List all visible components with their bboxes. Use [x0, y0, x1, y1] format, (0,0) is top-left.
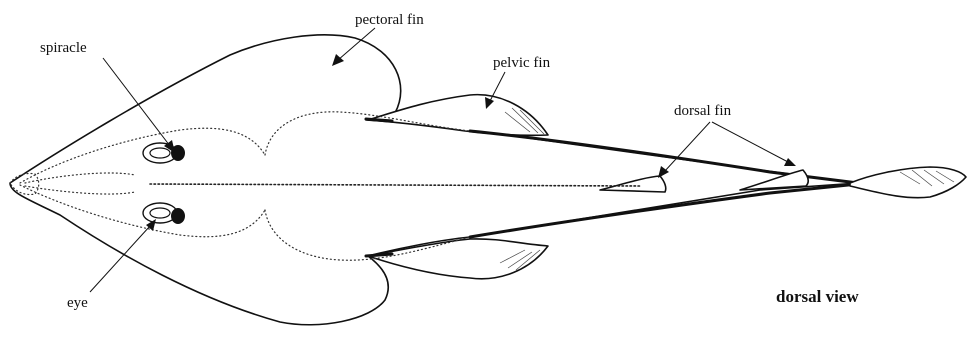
- label-spiracle: spiracle: [40, 40, 87, 56]
- pelvic-base-upper: [366, 119, 392, 121]
- caption-dorsal-view: dorsal view: [776, 287, 859, 306]
- caudal-fin: [850, 167, 966, 198]
- leader-dorsal-fin-2: [712, 122, 796, 166]
- label-pectoral-fin: pectoral fin: [355, 12, 424, 28]
- pelvic-base-lower: [366, 254, 392, 256]
- label-dorsal-fin: dorsal fin: [674, 103, 732, 119]
- label-eye: eye: [67, 295, 88, 311]
- disc-outline: [10, 35, 858, 325]
- label-pelvic-fin: pelvic fin: [493, 55, 551, 71]
